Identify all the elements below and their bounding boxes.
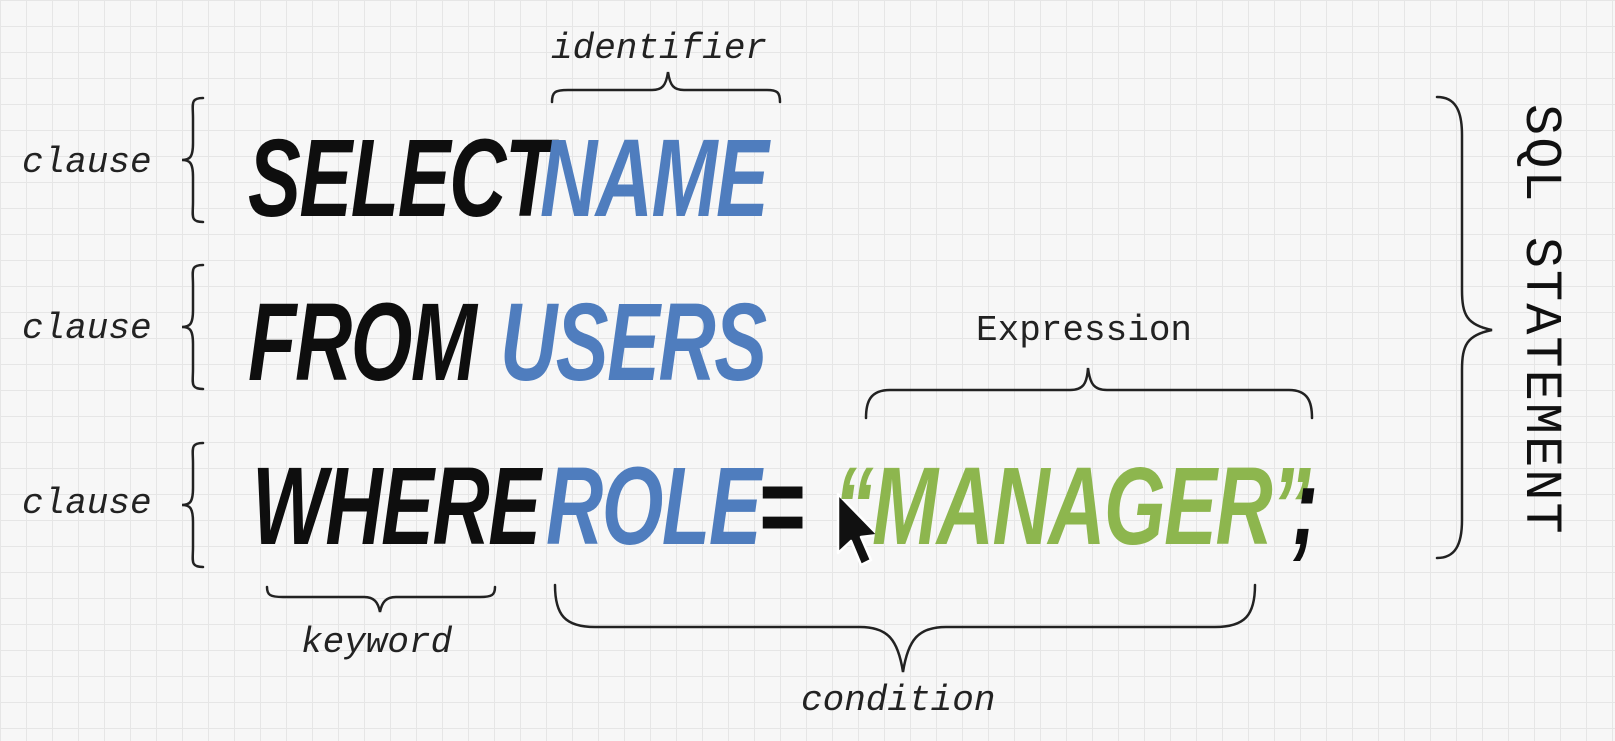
select-keyword: SELECT bbox=[248, 117, 553, 240]
clause-label-1: clause bbox=[22, 142, 152, 183]
clause-brace-2 bbox=[181, 263, 205, 391]
from-keyword: FROM bbox=[248, 281, 477, 404]
expression-label: Expression bbox=[976, 310, 1193, 351]
identifier-label: identifier bbox=[551, 28, 768, 69]
from-identifier: USERS bbox=[500, 281, 767, 404]
clause-label-3: clause bbox=[22, 483, 152, 524]
keyword-label: keyword bbox=[301, 622, 453, 663]
select-identifier: NAME bbox=[540, 117, 769, 240]
condition-brace bbox=[553, 583, 1257, 673]
expression-brace bbox=[864, 367, 1314, 420]
string-value: “MANAGER” bbox=[834, 445, 1311, 568]
condition-label: condition bbox=[801, 680, 996, 721]
statement-terminator: ; bbox=[1292, 445, 1318, 568]
keyword-brace bbox=[265, 585, 497, 613]
mouse-cursor-icon bbox=[836, 492, 880, 567]
clause-brace-1 bbox=[181, 96, 205, 224]
clause-brace-3 bbox=[181, 441, 205, 569]
statement-brace bbox=[1435, 95, 1493, 560]
where-keyword: WHERE bbox=[252, 445, 541, 568]
identifier-brace bbox=[550, 71, 782, 104]
sql-statement-label: SQL STATEMENT bbox=[1511, 104, 1570, 536]
equals-operator: = bbox=[758, 445, 804, 568]
clause-label-2: clause bbox=[22, 308, 152, 349]
where-identifier: ROLE bbox=[546, 445, 762, 568]
